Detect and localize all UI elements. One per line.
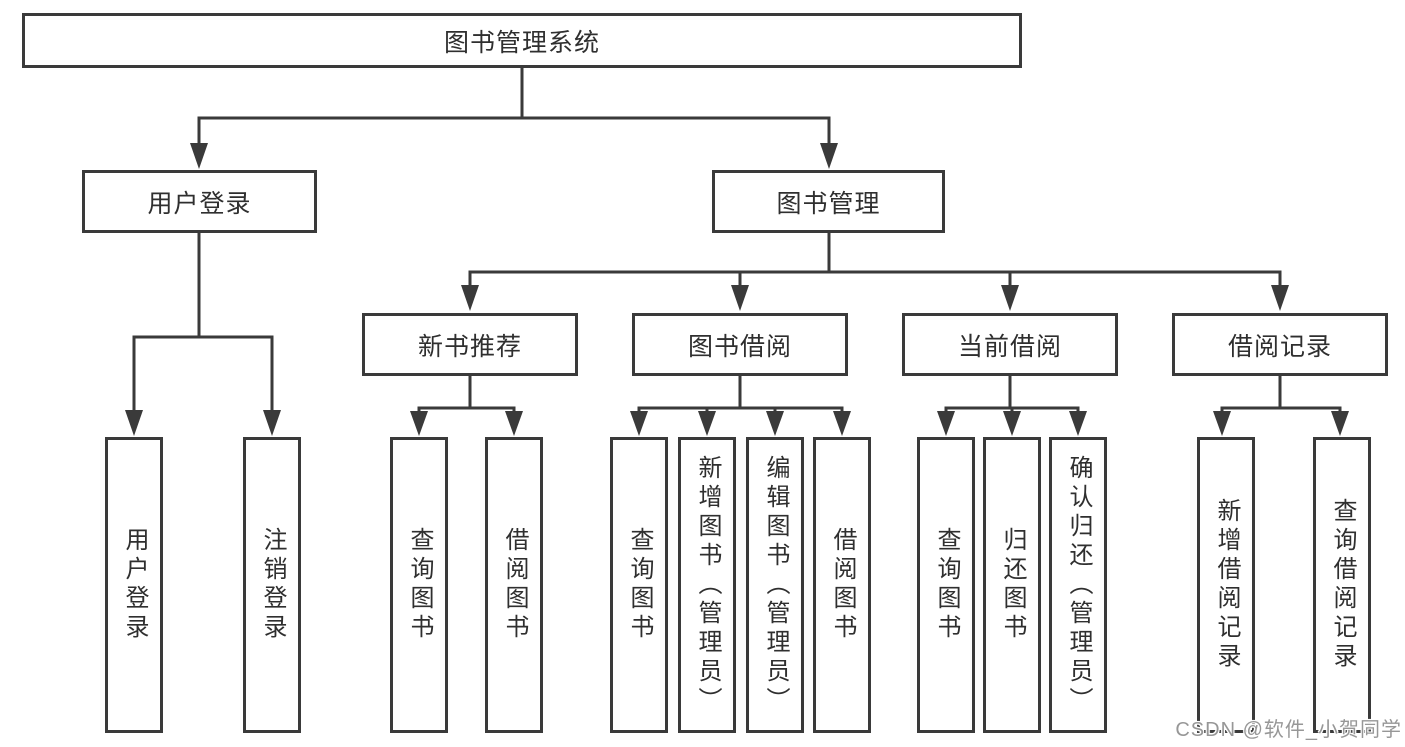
csdn-watermark: CSDN @软件_小贺同学	[1175, 719, 1402, 741]
leaf-borrowing-query-books-label: 查询图书	[626, 527, 653, 643]
leaf-return-books-label: 归还图书	[999, 527, 1026, 643]
node-user-login-label: 用户登录	[147, 189, 252, 218]
node-new-book-recommend: 新书推荐	[362, 313, 578, 376]
leaf-return-books: 归还图书	[983, 437, 1041, 733]
leaf-logout: 注销登录	[243, 437, 301, 733]
node-borrowing-records: 借阅记录	[1172, 313, 1388, 376]
leaf-borrowing-borrow-books-label: 借阅图书	[829, 527, 856, 643]
node-current-borrowing: 当前借阅	[902, 313, 1118, 376]
node-root-label: 图书管理系统	[443, 28, 600, 57]
leaf-confirm-return-admin-label: 确认归还（管理员）	[1065, 454, 1092, 716]
node-book-management-label: 图书管理	[776, 189, 881, 218]
leaf-user-login-label: 用户登录	[121, 527, 148, 643]
leaf-query-borrow-record-label: 查询借阅记录	[1329, 498, 1356, 672]
node-current-borrowing-label: 当前借阅	[957, 332, 1062, 361]
node-book-borrowing: 图书借阅	[632, 313, 848, 376]
leaf-borrowing-borrow-books: 借阅图书	[813, 437, 871, 733]
leaf-recommend-query-books-label: 查询图书	[406, 527, 433, 643]
node-book-borrowing-label: 图书借阅	[687, 332, 792, 361]
leaf-recommend-borrow-books-label: 借阅图书	[501, 527, 528, 643]
leaf-edit-books-admin: 编辑图书（管理员）	[746, 437, 804, 733]
node-user-login: 用户登录	[82, 170, 317, 233]
leaf-borrowing-query-books: 查询图书	[610, 437, 668, 733]
leaf-logout-label: 注销登录	[259, 527, 286, 643]
leaf-current-query-books-label: 查询图书	[933, 527, 960, 643]
leaf-confirm-return-admin: 确认归还（管理员）	[1049, 437, 1107, 733]
leaf-current-query-books: 查询图书	[917, 437, 975, 733]
leaf-edit-books-admin-label: 编辑图书（管理员）	[762, 454, 789, 716]
node-book-management: 图书管理	[712, 170, 945, 233]
leaf-add-books-admin-label: 新增图书（管理员）	[694, 454, 721, 716]
node-root-system: 图书管理系统	[22, 13, 1022, 68]
leaf-user-login: 用户登录	[105, 437, 163, 733]
leaf-recommend-query-books: 查询图书	[390, 437, 448, 733]
leaf-query-borrow-record: 查询借阅记录	[1313, 437, 1371, 733]
leaf-add-borrow-record: 新增借阅记录	[1197, 437, 1255, 733]
leaf-add-borrow-record-label: 新增借阅记录	[1213, 498, 1240, 672]
node-new-book-recommend-label: 新书推荐	[417, 332, 522, 361]
node-borrowing-records-label: 借阅记录	[1227, 332, 1332, 361]
leaf-recommend-borrow-books: 借阅图书	[485, 437, 543, 733]
leaf-add-books-admin: 新增图书（管理员）	[678, 437, 736, 733]
